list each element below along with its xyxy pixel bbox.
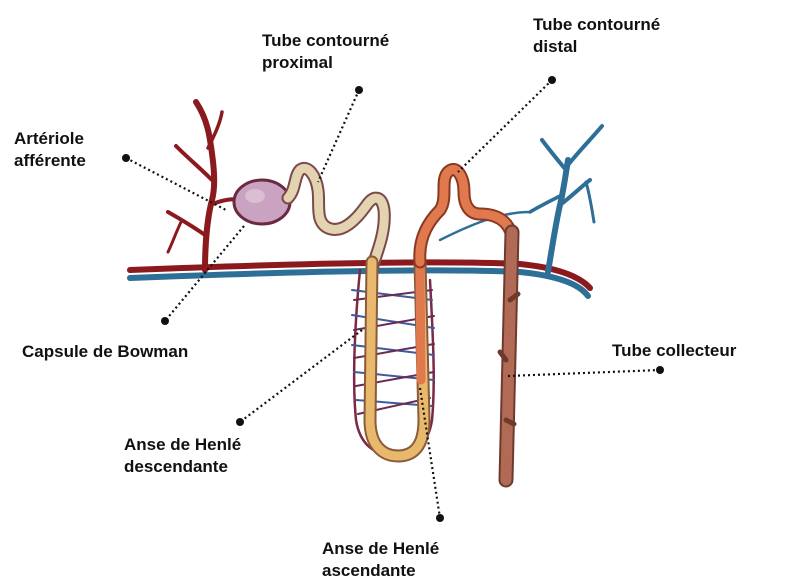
label-tube-proximal-line1: Tube contourné (262, 30, 389, 52)
label-arteriole-line2: afférente (14, 150, 86, 172)
bowman-capsule (234, 180, 290, 224)
label-anse-descendante-line1: Anse de Henlé (124, 434, 241, 456)
label-capsule-line1: Capsule de Bowman (22, 341, 188, 363)
vein-branches (530, 126, 602, 272)
afferent-arteriole (168, 102, 240, 270)
label-tube-proximal: Tube contourné proximal (262, 30, 389, 74)
label-tube-collecteur-line1: Tube collecteur (612, 340, 736, 362)
label-tube-distal-line2: distal (533, 36, 660, 58)
label-arteriole-afferente: Artériole afférente (14, 128, 86, 172)
descending-limb (370, 262, 398, 456)
label-tube-proximal-line2: proximal (262, 52, 389, 74)
label-anse-descendante: Anse de Henlé descendante (124, 434, 241, 478)
label-tube-distal-line1: Tube contourné (533, 14, 660, 36)
label-tube-distal: Tube contourné distal (533, 14, 660, 58)
label-anse-ascendante: Anse de Henlé ascendante (322, 538, 439, 582)
label-anse-descendante-line2: descendante (124, 456, 241, 478)
label-arteriole-line1: Artériole (14, 128, 86, 150)
proximal-tubule (288, 168, 384, 270)
label-anse-ascendante-line2: ascendante (322, 560, 439, 582)
label-anse-ascendante-line1: Anse de Henlé (322, 538, 439, 560)
label-capsule-bowman: Capsule de Bowman (22, 341, 188, 363)
label-tube-collecteur: Tube collecteur (612, 340, 736, 362)
